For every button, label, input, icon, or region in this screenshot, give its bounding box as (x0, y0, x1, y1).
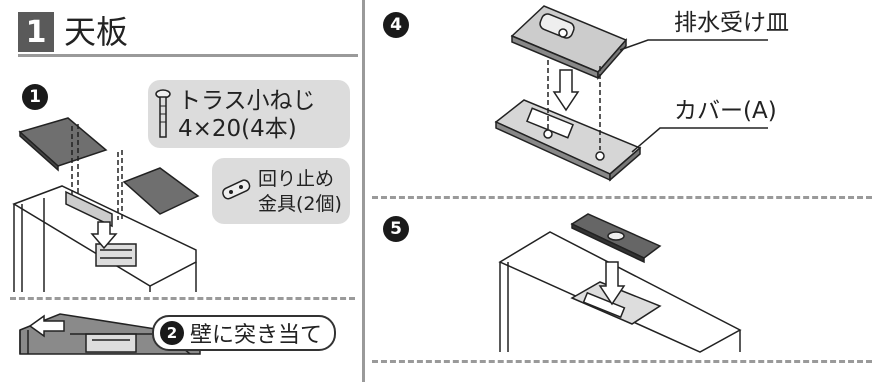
screw-label-name: トラス小ねじ (178, 88, 316, 114)
section-number: 1 (18, 12, 54, 52)
screw-callout: トラス小ねじ 4×20(4本) (148, 80, 350, 148)
section-title: 天板 (64, 13, 129, 51)
step-1-illustration (12, 117, 200, 292)
wall-contact-text: 壁に突き当て (190, 323, 323, 348)
bracket-label-qty: 金具(2個) (258, 193, 342, 215)
dashed-divider-right-bottom (372, 360, 872, 363)
step-4-illustration (494, 5, 768, 182)
bracket-label-name: 回り止め (258, 168, 335, 190)
section-underline (18, 54, 358, 57)
step-2-marker: 2 (160, 321, 184, 345)
bracket-callout: 回り止め 金具(2個) (212, 158, 350, 224)
drain-tray-label: 排水受け皿 (674, 10, 789, 36)
dashed-divider-left (10, 297, 355, 300)
step-5-marker: 5 (383, 216, 409, 242)
screw-label-qty: 4×20(4本) (178, 116, 297, 142)
wall-contact-note: 2 壁に突き当て (152, 315, 337, 351)
dashed-divider-right-top (372, 196, 872, 199)
column-divider (362, 0, 365, 382)
step-1-marker: 1 (22, 84, 48, 110)
cover-label: カバー(A) (674, 98, 777, 124)
screw-icon (155, 89, 171, 138)
step-4-marker: 4 (383, 12, 409, 38)
bracket-icon (222, 179, 251, 200)
